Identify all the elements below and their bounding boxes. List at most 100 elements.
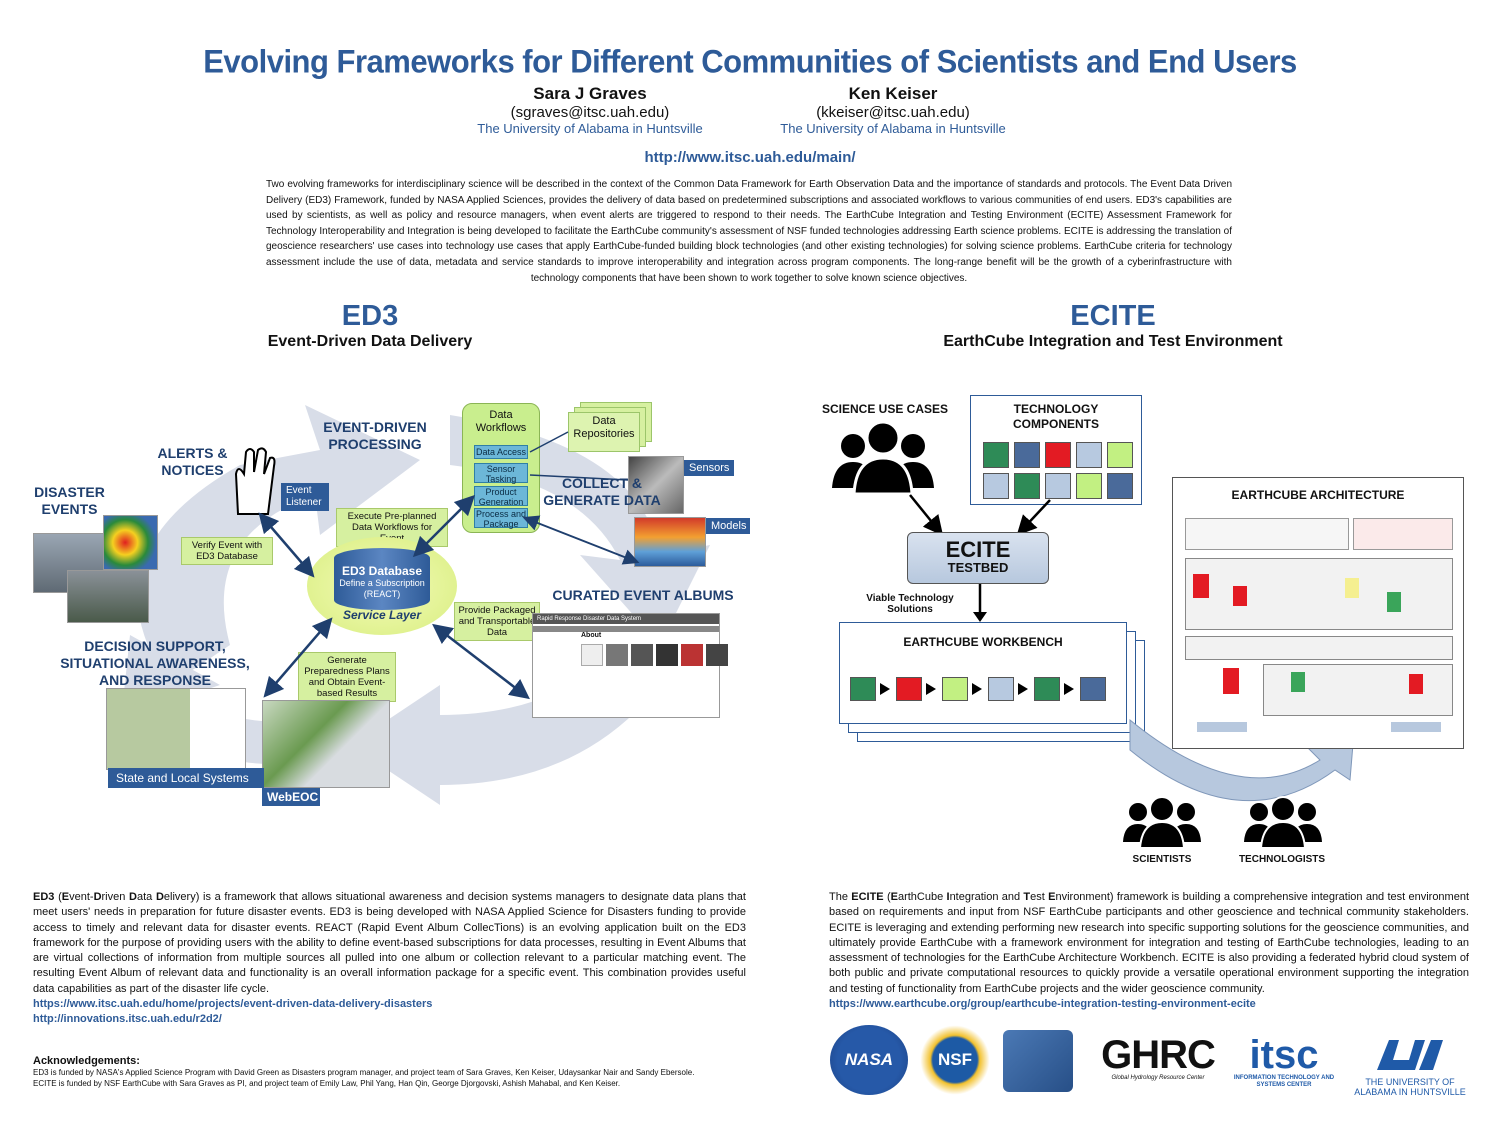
local-system-screenshot xyxy=(262,700,390,788)
ed3-link-1[interactable]: https://www.itsc.uah.edu/home/projects/e… xyxy=(33,998,433,1011)
bold-text: D xyxy=(155,891,164,903)
science-use-cases-label: SCIENCE USE CASES xyxy=(821,402,949,416)
verify-event-box: Verify Event with ED3 Database xyxy=(181,537,273,565)
author-email: (kkeiser@itsc.uah.edu) xyxy=(816,104,970,121)
ed3-subheading: Event-Driven Data Delivery xyxy=(267,333,473,350)
arch-header-box xyxy=(1185,518,1349,550)
raised-hand-icon xyxy=(234,447,276,515)
technology-tile xyxy=(1045,473,1071,499)
technologists-label: TECHNOLOGISTS xyxy=(1238,854,1326,865)
arch-legend-box xyxy=(1353,518,1453,550)
earthcube-workbench-box: EARTHCUBE WORKBENCH xyxy=(839,622,1127,724)
body-text: arthCube xyxy=(897,891,947,903)
album-screenshot: Rapid Response Disaster Data System Abou… xyxy=(532,613,728,718)
itsc-logo: itsc INFORMATION TECHNOLOGY AND SYSTEMS … xyxy=(1232,1035,1336,1089)
bold-text: I xyxy=(946,891,950,903)
nsf-logo: NSF xyxy=(920,1025,990,1095)
ed3-heading: ED3 xyxy=(341,300,399,332)
bold-text: E xyxy=(61,891,70,903)
label-collect: COLLECT & GENERATE DATA xyxy=(543,475,661,508)
technology-tile xyxy=(983,442,1009,468)
author-email: (sgraves@itsc.uah.edu) xyxy=(510,104,670,121)
photo-hurricane-radar xyxy=(103,515,158,570)
author-name: Sara J Graves xyxy=(533,84,647,103)
workbench-tile xyxy=(896,677,922,701)
wf-data-access: Data Access xyxy=(474,445,528,459)
wf-process-package: Process and Package xyxy=(474,508,528,529)
data-repositories-box: Data Repositories xyxy=(568,412,640,452)
ghrc-sub: Global Hydrology Resource Center xyxy=(1111,1075,1205,1081)
acknowledgements: Acknowledgements: ED3 is funded by NASA'… xyxy=(33,1055,746,1089)
flow-arrow-icon xyxy=(880,683,890,695)
ed3-database-cylinder: ED3 Database Define a Subscription (REAC… xyxy=(334,548,430,610)
workbench-label: EARTHCUBE WORKBENCH xyxy=(903,635,1063,649)
earthcube-architecture-box: EARTHCUBE ARCHITECTURE xyxy=(1172,477,1464,749)
ed3-heading-block: ED3 Event-Driven Data Delivery xyxy=(170,300,570,351)
ed3-connector-arrows xyxy=(258,431,640,700)
itsc-text: itsc xyxy=(1249,1033,1319,1077)
uah-logo: THE UNIVERSITY OF ALABAMA IN HUNTSVILLE xyxy=(1350,1038,1470,1097)
ack-line-2: ECITE is funded by NSF EarthCube with Sa… xyxy=(33,1079,621,1088)
itsc-sub: INFORMATION TECHNOLOGY AND SYSTEMS CENTE… xyxy=(1233,1075,1335,1088)
ecite-heading-block: ECITE EarthCube Integration and Test Env… xyxy=(863,300,1363,351)
ecite-heading: ECITE xyxy=(1070,300,1156,332)
ecite-label: ECITE xyxy=(945,537,1011,562)
flow-arrow-icon xyxy=(972,683,982,695)
workbench-tile xyxy=(988,677,1014,701)
curved-arrow-to-architecture xyxy=(1129,718,1356,802)
ack-heading: Acknowledgements: xyxy=(33,1055,140,1067)
testbed-label: TESTBED xyxy=(947,560,1009,575)
flow-arrow-icon xyxy=(926,683,936,695)
bold-text: ED3 xyxy=(33,891,55,903)
scientists-icon xyxy=(1123,796,1201,849)
technology-tile xyxy=(1107,473,1133,499)
workbench-tile xyxy=(1080,677,1106,701)
author-1: Sara J Graves (sgraves@itsc.uah.edu) The… xyxy=(440,84,740,136)
label-event-driven: EVENT-DRIVEN PROCESSING xyxy=(323,419,427,452)
body-text: ntegration and xyxy=(949,891,1024,903)
label-decision: DECISION SUPPORT, SITUATIONAL AWARENESS,… xyxy=(60,638,250,688)
body-text: The xyxy=(829,891,852,903)
poster-title: Evolving Frameworks for Different Commun… xyxy=(203,43,1297,80)
author-affiliation: The University of Alabama in Huntsville xyxy=(780,121,1006,136)
service-layer-label: Service Layer xyxy=(342,608,422,622)
viable-solutions-label: Viable Technology Solutions xyxy=(866,593,954,615)
body-text: elivery) is a framework that allows situ… xyxy=(33,891,746,995)
event-listener-box: Event Listener xyxy=(281,483,329,511)
arch-services-row xyxy=(1185,558,1453,630)
data-workflows-title: Data Workflows xyxy=(475,409,527,434)
earthcube-logo xyxy=(1003,1030,1073,1092)
technology-components-box: TECHNOLOGY COMPONENTS xyxy=(970,395,1142,505)
ed3-link-2[interactable]: http://innovations.itsc.uah.edu/r2d2/ xyxy=(33,1013,222,1026)
site-url[interactable]: http://www.itsc.uah.edu/main/ xyxy=(644,149,856,166)
ecite-body-text: The ECITE (EarthCube Integration and Tes… xyxy=(829,890,1469,997)
album-about: About xyxy=(581,632,602,639)
body-text: ata xyxy=(136,891,156,903)
uah-sub: THE UNIVERSITY OF ALABAMA IN HUNTSVILLE xyxy=(1354,1077,1466,1097)
workbench-tile xyxy=(1034,677,1060,701)
technology-tile xyxy=(983,473,1009,499)
ecite-description: The ECITE (EarthCube Integration and Tes… xyxy=(829,890,1469,1012)
wf-sensor-tasking: Sensor Tasking xyxy=(474,463,528,484)
album-header: Rapid Response Disaster Data System xyxy=(533,614,719,624)
author-affiliation: The University of Alabama in Huntsville xyxy=(477,121,703,136)
technology-components-label: TECHNOLOGY COMPONENTS xyxy=(1012,402,1099,431)
webeoc-label: WebEOC xyxy=(262,788,320,806)
body-text: vent- xyxy=(69,891,94,903)
ghrc-logo: GHRC Global Hydrology Resource Center xyxy=(1085,1035,1231,1081)
ecite-link[interactable]: https://www.earthcube.org/group/earthcub… xyxy=(829,998,1256,1011)
sensor-photo xyxy=(628,456,684,514)
ack-line-1: ED3 is funded by NASA's Applied Science … xyxy=(33,1068,695,1077)
bold-text: E xyxy=(890,891,898,903)
body-text: ( xyxy=(54,891,62,903)
workbench-tile xyxy=(942,677,968,701)
technology-tile xyxy=(1014,473,1040,499)
photo-tornado xyxy=(67,570,149,623)
bold-text: ECITE xyxy=(851,891,884,903)
sensors-label: Sensors xyxy=(684,460,734,476)
nasa-logo: NASA xyxy=(830,1025,908,1095)
author-2: Ken Keiser (kkeiser@itsc.uah.edu) The Un… xyxy=(743,84,1043,136)
abstract: Two evolving frameworks for interdiscipl… xyxy=(266,179,1232,284)
technology-tile xyxy=(1107,442,1133,468)
state-local-label: State and Local Systems xyxy=(108,768,264,788)
